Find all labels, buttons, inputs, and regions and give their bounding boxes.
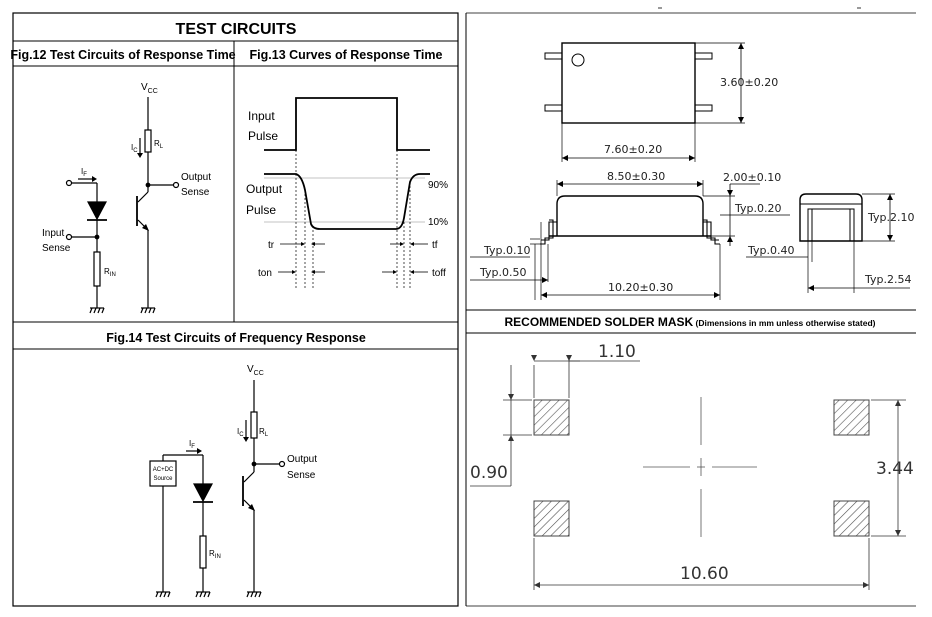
fig13-tf-label: tf (432, 240, 438, 251)
dim-pitch-vertical-label: 3.44 (876, 459, 914, 479)
fig14-if-label: IF (189, 439, 195, 450)
fig12-input-sense-label: Sense (42, 243, 71, 254)
package-side-view (470, 180, 790, 300)
fig12-output-terminal (172, 181, 180, 189)
fig13-output-label: Output (246, 182, 283, 196)
fig14-output-label: Output (287, 454, 317, 465)
fig13-10pct-label: 10% (428, 217, 448, 228)
fig12-vcc-label: VCC (141, 82, 158, 95)
solder-pad-bottom-left (533, 500, 570, 537)
fig13-90pct-label: 90% (428, 180, 448, 191)
solder-pad-top-left (533, 399, 570, 436)
fig14-source-sub-label: Source (153, 476, 173, 482)
fig14-led-icon (193, 483, 213, 503)
typ-010-label: Typ.0.10 (483, 244, 531, 257)
fig12-input-bottom-terminal (65, 233, 73, 241)
center-crosshair (643, 397, 757, 537)
fig13-waveforms: Input Pulse Output Pulse 90% 10% tr tf t… (246, 97, 448, 290)
package-top-view (544, 7, 861, 162)
package-end-body (799, 193, 863, 242)
fig12-input-top-terminal (65, 179, 73, 187)
fig13-ton-label: ton (258, 268, 272, 279)
typ-050-label: Typ.0.50 (479, 266, 527, 279)
package-top-body (561, 42, 696, 124)
fig13-input-label: Input (248, 109, 275, 123)
fig12-rl-resistor (144, 129, 152, 153)
fig12-ic-arrow (137, 153, 143, 158)
dim-pad-height-label: 0.90 (470, 463, 508, 483)
fig12-rin-label: RIN (104, 267, 116, 278)
fig12-ic-label: IC (131, 143, 138, 154)
fig13-input-pulse (264, 97, 430, 151)
solder-mask-title: RECOMMENDED SOLDER MASK (Dimensions in m… (505, 315, 876, 329)
dim-body-length-label: 7.60±0.20 (604, 143, 662, 156)
typ-210-label: Typ.2.10 (867, 211, 915, 224)
fig12-rin-resistor (93, 251, 101, 287)
dim-width-label: 3.60±0.20 (720, 76, 778, 89)
fig14-sense-label: Sense (287, 470, 316, 481)
fig14-ic-label: IC (237, 427, 244, 438)
fig14-circuit: VCC RL IC Output Sense AC+DC Source IF (149, 364, 317, 598)
left-panel-border (12, 12, 459, 607)
test-circuits-title: TEST CIRCUITS (176, 21, 297, 38)
typ-254-label: Typ.2.54 (864, 273, 912, 286)
fig12-rl-label: RL (154, 139, 164, 150)
fig14-rin-resistor (199, 535, 207, 569)
fig14-rin-label: RIN (209, 549, 221, 560)
package-side-body (556, 195, 704, 236)
typ-020-label: Typ.0.20 (734, 202, 782, 215)
fig14-vcc-label: VCC (247, 364, 264, 377)
typ-040-label: Typ.0.40 (747, 244, 795, 257)
fig13-tr-label: tr (268, 240, 275, 251)
fig13-toff-label: toff (432, 268, 446, 279)
dim-pitch-horizontal-label: 10.60 (680, 564, 729, 584)
fig13-pulse-label: Pulse (248, 129, 278, 143)
fig12-circuit: VCC RL IC Output Sense IF (42, 82, 211, 314)
solder-mask-section: RECOMMENDED SOLDER MASK (Dimensions in m… (465, 309, 916, 607)
solder-pad-bottom-right (833, 500, 870, 537)
fig14-if-arrow (197, 448, 202, 454)
fig14-rl-label: RL (259, 427, 269, 438)
fig14-source-label: AC+DC (153, 467, 174, 473)
package-outline-drawing: 3.60±0.20 7.60±0.20 (465, 7, 916, 310)
fig12-led-icon (87, 201, 107, 221)
fig14-source-box (149, 460, 177, 487)
solder-pad-top-right (833, 399, 870, 436)
fig12-if-label: IF (81, 167, 87, 178)
fig14-title: Fig.14 Test Circuits of Frequency Respon… (106, 331, 366, 345)
fig14-ic-arrow (243, 437, 249, 442)
fig13-title: Fig.13 Curves of Response Time (250, 48, 443, 62)
fig14-rl-resistor (250, 411, 258, 439)
dim-length-top-label: 8.50±0.30 (607, 170, 665, 183)
fig14-emitter-arrow (248, 504, 255, 511)
fig12-output-label: Output (181, 172, 211, 183)
fig12-title: Fig.12 Test Circuits of Response Time (10, 48, 235, 62)
dim-overall-label: 10.20±0.30 (608, 281, 673, 294)
fig12-input-label: Input (42, 228, 64, 239)
fig13-output-pulse (264, 173, 430, 230)
fig12-emitter-arrow (142, 224, 149, 231)
fig12-sense-label: Sense (181, 187, 210, 198)
fig14-output-terminal (278, 460, 286, 468)
dim-pad-width-label: 1.10 (598, 342, 636, 362)
pin1-marker (571, 53, 585, 67)
package-end-view (746, 193, 910, 293)
test-circuits-panel: TEST CIRCUITS Fig.12 Test Circuits of Re… (10, 12, 459, 607)
fig12-if-arrow (92, 176, 97, 182)
dim-height-label: 2.00±0.10 (723, 171, 781, 184)
fig13-output-pulse-label: Pulse (246, 203, 276, 217)
